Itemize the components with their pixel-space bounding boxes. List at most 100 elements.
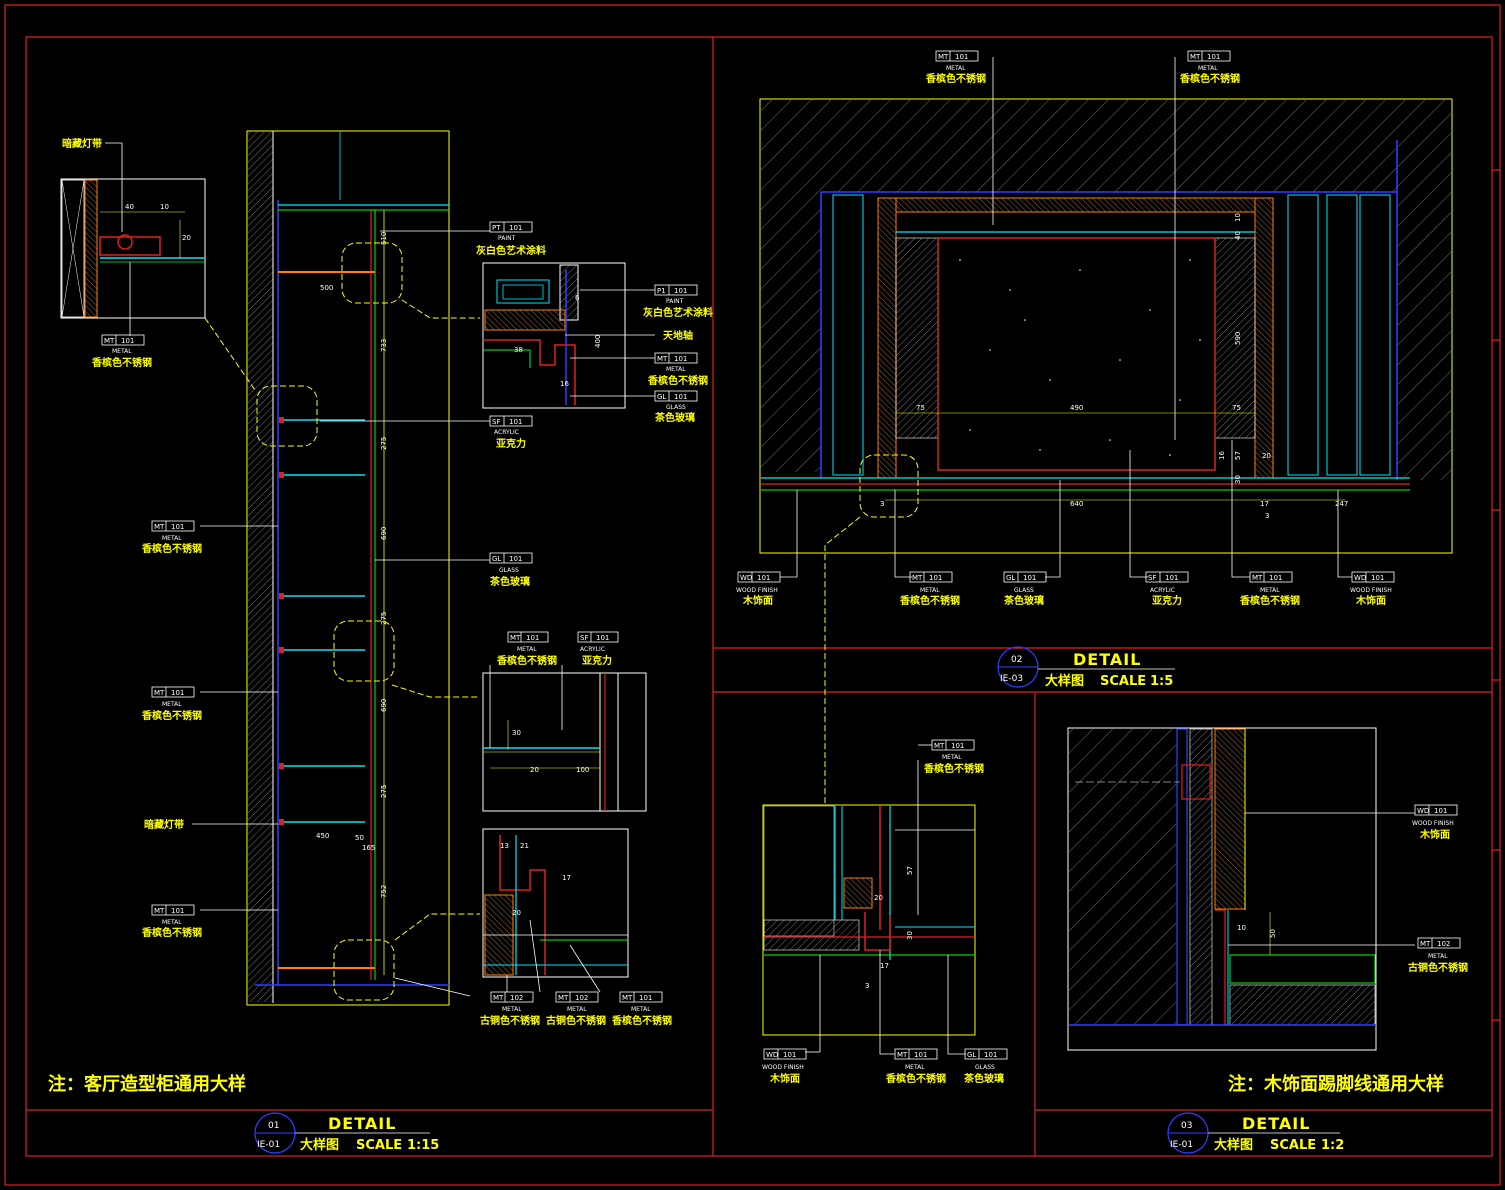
svg-text:101: 101 [1434, 807, 1447, 815]
svg-text:01: 01 [268, 1121, 279, 1131]
svg-text:DETAIL: DETAIL [1073, 650, 1141, 669]
svg-text:香槟色不锈钢: 香槟色不锈钢 [142, 926, 202, 939]
tag-paint-2: P1 101 PAINT 灰白色艺术涂料 [643, 284, 713, 319]
svg-text:亚克力: 亚克力 [1152, 594, 1182, 607]
tag-p2-acrylic: SF 101 ACRYLIC 亚克力 [1129, 450, 1189, 607]
tag-p2-metal-a: MT 101 METAL 香槟色不锈钢 [894, 490, 960, 607]
svg-text:21: 21 [520, 842, 529, 850]
svg-text:GL: GL [967, 1051, 976, 1059]
svg-text:MT: MT [154, 907, 165, 915]
svg-text:GLASS: GLASS [666, 404, 686, 411]
svg-text:METAL: METAL [162, 919, 182, 926]
tag-p2-wood-left: WD 101 WOOD FINISH 木饰面 [736, 490, 798, 607]
svg-text:METAL: METAL [1428, 953, 1448, 960]
panel-2-plan-detail: 10 40 590 75 490 75 16 57 30 20 3 640 24… [736, 50, 1453, 805]
svg-text:ACRYLIC: ACRYLIC [1150, 587, 1175, 594]
svg-text:13: 13 [500, 842, 509, 850]
svg-text:3: 3 [880, 500, 884, 508]
svg-text:GL: GL [657, 393, 666, 401]
svg-text:香槟色不锈钢: 香槟色不锈钢 [900, 594, 960, 607]
svg-text:101: 101 [171, 907, 184, 915]
dim-text: 500 [320, 284, 333, 292]
svg-text:WD: WD [1417, 807, 1429, 815]
svg-text:1:5: 1:5 [1150, 674, 1173, 689]
svg-text:IE-01: IE-01 [1170, 1140, 1193, 1150]
tag-glass-a: GL 101 GLASS 茶色玻璃 [654, 390, 698, 424]
svg-text:1:15: 1:15 [407, 1138, 439, 1153]
svg-text:DETAIL: DETAIL [1242, 1114, 1310, 1133]
svg-text:6: 6 [575, 294, 580, 302]
svg-text:3: 3 [1265, 512, 1269, 520]
svg-text:101: 101 [674, 287, 687, 295]
svg-text:亚克力: 亚克力 [496, 437, 526, 450]
svg-text:木饰面: 木饰面 [1419, 828, 1450, 841]
svg-text:灰白色艺术涂料: 灰白色艺术涂料 [476, 244, 546, 257]
svg-text:MT: MT [510, 634, 521, 642]
panel-3-skirting-detail: 10 50 WD 101 WOOD FINISH 木饰面 MT 102 META… [1067, 727, 1468, 1154]
svg-text:SCALE: SCALE [1100, 674, 1146, 689]
svg-text:100: 100 [576, 766, 589, 774]
svg-text:75: 75 [1232, 404, 1241, 412]
tag-metal-b: MT 101 METAL 香槟色不锈钢 [497, 631, 557, 667]
svg-text:590: 590 [1234, 332, 1242, 345]
svg-text:20: 20 [530, 766, 539, 774]
svg-text:木饰面: 木饰面 [769, 1072, 800, 1085]
svg-text:ACRYLIC: ACRYLIC [494, 429, 519, 436]
label-metal-name: 香槟色不锈钢 [92, 356, 152, 369]
svg-text:香槟色不锈钢: 香槟色不锈钢 [886, 1072, 946, 1085]
svg-text:METAL: METAL [942, 754, 962, 761]
svg-text:IE-01: IE-01 [257, 1140, 280, 1150]
svg-text:大样图: 大样图 [1045, 673, 1084, 689]
svg-text:暗藏灯带: 暗藏灯带 [144, 818, 184, 831]
svg-text:101: 101 [1269, 574, 1282, 582]
tag-paint-1: PT 101 PAINT 灰白色艺术涂料 [380, 221, 546, 257]
dim-text: 690 [380, 527, 388, 540]
svg-text:16: 16 [560, 380, 569, 388]
tag-metal-102-a: MT 102 METAL 古铜色不锈钢 [480, 991, 540, 1027]
svg-text:03: 03 [1181, 1121, 1192, 1131]
svg-text:247: 247 [1335, 500, 1348, 508]
svg-text:木饰面: 木饰面 [1355, 594, 1386, 607]
svg-text:101: 101 [984, 1051, 997, 1059]
dim-text: 40 [125, 203, 134, 211]
tag-p2-metal-top-left: MT 101 METAL 香槟色不锈钢 [926, 50, 994, 225]
tag-metal-top-left: MT 101 METAL 香槟色不锈钢 [92, 262, 152, 369]
svg-text:古铜色不锈钢: 古铜色不锈钢 [546, 1014, 606, 1027]
svg-text:ACRYLIC: ACRYLIC [580, 646, 605, 653]
svg-text:30: 30 [906, 931, 914, 940]
svg-text:MT: MT [154, 523, 165, 531]
svg-text:MT: MT [938, 53, 949, 61]
svg-text:MT: MT [912, 574, 923, 582]
svg-text:PAINT: PAINT [666, 298, 684, 305]
svg-text:SF: SF [492, 418, 500, 426]
panel-3-note: 注：木饰面踢脚线通用大样 [1228, 1073, 1444, 1095]
svg-text:WD: WD [1354, 574, 1366, 582]
svg-text:METAL: METAL [946, 65, 966, 72]
tag-acrylic-b: SF 101 ACRYLIC 亚克力 [577, 631, 619, 667]
panel-3-title-block: 03 IE-01 DETAIL 大样图 SCALE 1:2 [1167, 1112, 1344, 1154]
svg-text:101: 101 [1165, 574, 1178, 582]
svg-text:香槟色不锈钢: 香槟色不锈钢 [612, 1014, 672, 1027]
svg-text:亚克力: 亚克力 [582, 654, 612, 667]
svg-text:MT: MT [657, 355, 668, 363]
svg-text:DETAIL: DETAIL [328, 1114, 396, 1133]
svg-text:17: 17 [562, 874, 571, 882]
svg-text:101: 101 [674, 393, 687, 401]
dim-text: 165 [362, 844, 375, 852]
dim-text: 275 [380, 612, 388, 625]
tag-glass-1: GL 101 GLASS 茶色玻璃 [375, 552, 533, 588]
svg-text:METAL: METAL [631, 1006, 651, 1013]
svg-text:METAL: METAL [112, 348, 132, 355]
tag-p4-metal: MT 101 METAL 香槟色不锈钢 [879, 950, 946, 1085]
sheet-frame [4, 4, 1501, 1186]
tag-p2-metal-b: MT 101 METAL 香槟色不锈钢 [1231, 440, 1300, 607]
tag-p4-wood: WD 101 WOOD FINISH 木饰面 [762, 1048, 820, 1085]
svg-text:WOOD FINISH: WOOD FINISH [736, 587, 778, 594]
svg-text:MT: MT [897, 1051, 908, 1059]
svg-text:木饰面: 木饰面 [742, 594, 773, 607]
svg-text:MT: MT [1190, 53, 1201, 61]
svg-text:400: 400 [594, 335, 602, 348]
svg-text:WD: WD [740, 574, 752, 582]
svg-text:101: 101 [1371, 574, 1384, 582]
tag-p2-glass: GL 101 GLASS 茶色玻璃 [1003, 480, 1061, 607]
